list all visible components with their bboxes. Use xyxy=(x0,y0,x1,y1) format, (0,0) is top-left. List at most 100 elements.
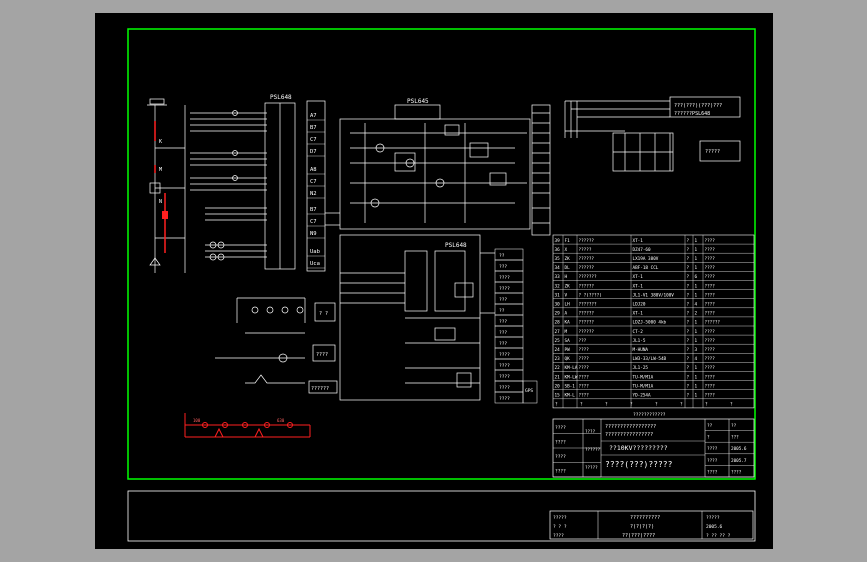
small-box-1: ? ? xyxy=(314,302,336,322)
parts-table-cell: 24 xyxy=(555,347,561,353)
bottom-block-center-1: ?????????? xyxy=(630,515,660,521)
legend-box-1: ???(???)(???)??? ??????PSL648 xyxy=(669,96,741,118)
parts-table-cell: 4 xyxy=(695,302,698,308)
parts-table-cell: LDZJ-5000 4kb xyxy=(633,320,667,326)
svg-text:??????PSL648: ??????PSL648 xyxy=(674,111,710,117)
parts-table-cell: QK xyxy=(565,356,571,362)
side-table-text: ???? xyxy=(499,352,510,358)
bottom-block-border xyxy=(549,510,754,540)
left-circuit xyxy=(147,98,267,273)
parts-table-cell: ???? xyxy=(705,356,716,362)
drawing-border xyxy=(127,28,756,480)
parts-table-cell: 2 xyxy=(695,311,698,317)
parts-table-cell: ???? xyxy=(579,347,590,353)
title-block-left-cell: ???? xyxy=(555,425,566,431)
title-block-right-val: ???? xyxy=(731,469,742,475)
parts-table-cell: ?????? xyxy=(579,283,595,289)
parts-table-cell: XT-1 xyxy=(633,311,644,317)
title-block-drawing-title: ????(???)????? xyxy=(605,460,673,469)
parts-table-cell: LW3-33/LW-54B xyxy=(633,356,667,362)
svg-text:? ?: ? ? xyxy=(319,311,328,317)
title-block-org1: ????????????????? xyxy=(605,424,656,430)
parts-table-footer-cell: ? xyxy=(730,402,733,408)
parts-table-cell: 36 xyxy=(555,247,561,253)
parts-table-cell: ???? xyxy=(579,393,590,399)
small-box-3: ?????? xyxy=(308,380,338,394)
svg-text:?????: ????? xyxy=(705,149,720,155)
parts-table-cell: 1 xyxy=(695,320,698,326)
psl645-label: PSL645 xyxy=(407,98,429,105)
parts-table-cell: ? xyxy=(687,356,690,362)
parts-table-footer-cell: ? xyxy=(555,402,558,408)
parts-table-cell: 33 xyxy=(555,274,561,280)
parts-table-cell: 1 xyxy=(695,256,698,262)
bottom-block-left-cell: ???? xyxy=(553,533,564,539)
terminal-label: C7 xyxy=(310,219,317,225)
parts-table-cell: ?????? xyxy=(579,311,595,317)
title-block: ????????????????????????????????????????… xyxy=(552,418,755,478)
parts-table-cell: ? xyxy=(687,329,690,335)
parts-table-cell: ??????? xyxy=(579,274,598,280)
terminal-label: Uab xyxy=(310,249,320,255)
parts-table-cell: 39 xyxy=(555,238,561,244)
small-box-2: ???? xyxy=(312,344,336,362)
parts-table-cell: ???? xyxy=(579,356,590,362)
parts-table-cell: ???? xyxy=(705,383,716,389)
legend-box-2: ????? xyxy=(699,140,741,162)
parts-table-cell: ?????? xyxy=(705,320,721,326)
psl648-bottom-module xyxy=(339,234,495,401)
parts-table-cell: 34 xyxy=(555,265,561,271)
side-table-text: ?? xyxy=(499,308,505,314)
parts-table-cell: ? xyxy=(687,292,690,298)
parts-table-cell: H xyxy=(565,274,568,280)
parts-table-cell: ???? xyxy=(705,302,716,308)
parts-table-cell: JL1-5 xyxy=(633,338,646,344)
title-block-left-cell: ???? xyxy=(555,454,566,460)
title-block-left-cell: ???? xyxy=(555,469,566,475)
title-block-mid-cell: ????? xyxy=(585,465,598,470)
parts-table-cell: CT-2 xyxy=(633,329,644,335)
terminal-label: N2 xyxy=(310,191,317,197)
label-n: N xyxy=(159,199,162,205)
parts-table-cell: ???? xyxy=(579,383,590,389)
terminal-label: A7 xyxy=(310,113,317,119)
parts-table-cell: KM-LW xyxy=(565,374,578,380)
parts-table-cell: 1 xyxy=(695,265,698,271)
svg-text:????: ???? xyxy=(316,352,328,358)
parts-table-cell: ? xyxy=(687,283,690,289)
parts-table-cell: ???? xyxy=(705,374,716,380)
psl648-bottom-label: PSL648 xyxy=(445,242,467,249)
parts-table-cell: ?????? xyxy=(579,329,595,335)
parts-table-cell: 20 xyxy=(555,383,561,389)
parts-table-footer-cell: ? xyxy=(655,402,658,408)
side-table-text: ??? xyxy=(499,330,507,336)
title-block-right-key: ?? xyxy=(707,423,713,429)
title-block-right-key: ???? xyxy=(707,469,718,475)
title-block-right-val: ??? xyxy=(731,435,739,441)
parts-table-cell: XT-1 xyxy=(633,274,644,280)
top-right-circuit xyxy=(564,100,674,172)
side-table-text: ???? xyxy=(499,286,510,292)
parts-table-cell: ? xyxy=(687,238,690,244)
parts-table-cell: KA xyxy=(565,320,571,326)
title-block-mid-cell: ???? xyxy=(585,429,596,434)
title-block-right-val: 2005.6 xyxy=(731,446,747,452)
bottom-block-center-2: ?(?)?(?) xyxy=(630,524,654,530)
psl648-top-label: PSL648 xyxy=(270,94,292,101)
side-table-text: ???? xyxy=(499,385,510,391)
parts-table-cell: ???? xyxy=(705,329,716,335)
parts-table-cell: JL1-25 xyxy=(633,365,649,371)
parts-table-cell: M xyxy=(565,329,568,335)
parts-table-cell: ???? xyxy=(579,374,590,380)
parts-table-cell: DZ47-60 xyxy=(633,247,652,253)
side-table-text: ???? xyxy=(499,374,510,380)
parts-table-cell: ???? xyxy=(705,292,716,298)
parts-table-cell: ???? xyxy=(705,338,716,344)
parts-table-cell: 31 xyxy=(555,292,561,298)
label-m: M xyxy=(159,167,162,173)
psl645-module xyxy=(339,104,531,230)
side-table-tag-cell xyxy=(522,380,538,404)
parts-table-cell: ? xyxy=(687,302,690,308)
parts-table-cell: ?????? xyxy=(579,238,595,244)
